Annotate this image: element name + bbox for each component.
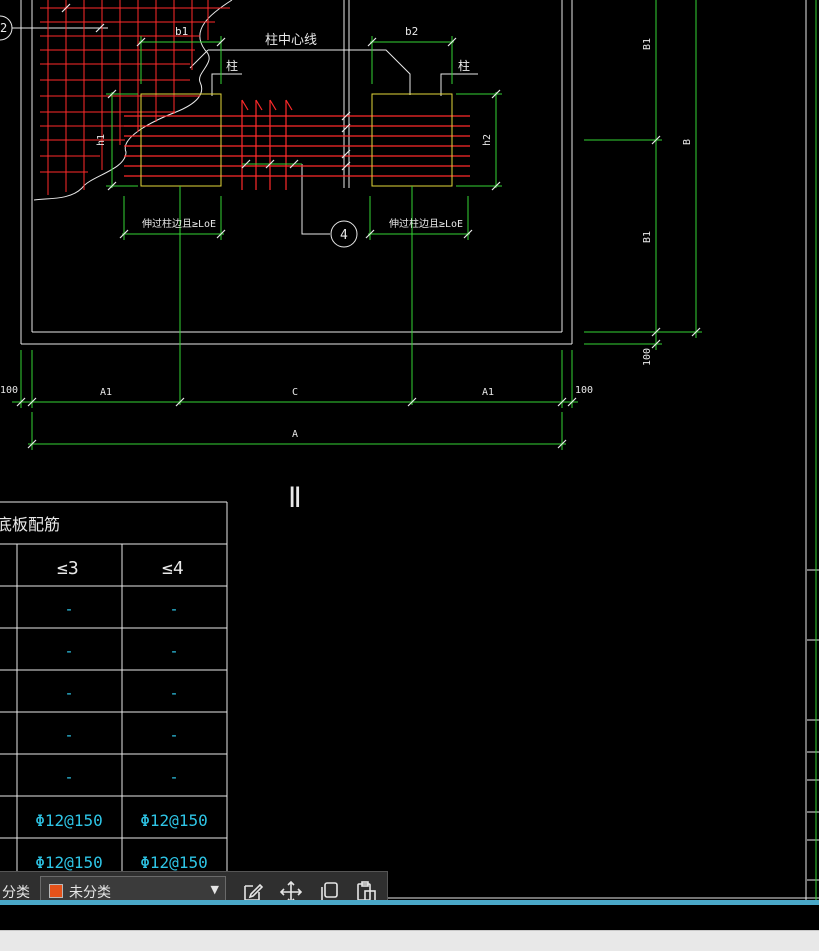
status-bar xyxy=(0,930,819,951)
anchor-right-label: 伸过柱边且≥LoE xyxy=(389,217,463,230)
dim-b1-label: b1 xyxy=(175,25,188,38)
dim-h1-label: h1 xyxy=(96,134,107,146)
category-value: 未分类 xyxy=(69,885,111,901)
table-cell[interactable]: Φ12@150 xyxy=(35,853,102,872)
table-cell[interactable]: Φ12@150 xyxy=(140,811,207,830)
table-cell[interactable]: - xyxy=(169,600,178,618)
table-cell[interactable]: Φ12@150 xyxy=(35,811,102,830)
dim-A-label: A xyxy=(292,429,298,440)
table-cell[interactable]: - xyxy=(64,600,73,618)
callout-left-bubble[interactable] xyxy=(0,15,13,41)
dim-B1-top-label: B1 xyxy=(642,38,653,50)
callout-left-label: 2 xyxy=(0,21,7,35)
section-mark: Ⅱ xyxy=(288,481,302,514)
dimension-ticks xyxy=(16,3,701,449)
rebar-table[interactable] xyxy=(0,501,228,880)
dim-A1-right-label: A1 xyxy=(482,387,494,398)
beam-rebar xyxy=(124,99,470,190)
table-cell[interactable]: - xyxy=(64,684,73,702)
table-cell[interactable]: Φ12@150 xyxy=(140,853,207,872)
column-right[interactable] xyxy=(371,93,453,187)
column-left[interactable] xyxy=(140,93,222,187)
dim-B1-bottom-label: B1 xyxy=(642,231,653,243)
callout-4-bubble[interactable] xyxy=(330,220,358,248)
dim-A1-left-label: A1 xyxy=(100,387,112,398)
table-header-le4: ≤4 xyxy=(162,558,184,579)
table-cell[interactable]: - xyxy=(169,768,178,786)
table-cell[interactable]: - xyxy=(64,726,73,744)
table-header-le3: ≤3 xyxy=(57,558,79,579)
dim-b2-label: b2 xyxy=(405,25,418,38)
column-centerline-label: 柱中心线 xyxy=(265,33,317,48)
dim-100-right-label: 100 xyxy=(575,385,593,396)
category-color-swatch xyxy=(49,884,63,898)
callout-4-label: 4 xyxy=(340,228,348,243)
dim-C-label: C xyxy=(292,387,298,398)
table-cell[interactable]: - xyxy=(64,768,73,786)
cad-drawing[interactable]: b1 b2 柱中心线 柱 柱 伸过柱边且≥LoE 伸过柱边且≥LoE 4 2 1… xyxy=(0,0,819,900)
command-line-border xyxy=(0,900,819,905)
drawing-canvas[interactable]: b1 b2 柱中心线 柱 柱 伸过柱边且≥LoE 伸过柱边且≥LoE 4 2 1… xyxy=(0,0,819,900)
chevron-down-icon[interactable]: ▼ xyxy=(210,883,219,896)
table-cell[interactable]: - xyxy=(169,642,178,660)
dim-B-label: B xyxy=(682,139,693,145)
column-right-label: 柱 xyxy=(458,58,470,73)
category-label: 分类 xyxy=(2,885,30,901)
command-line[interactable] xyxy=(0,905,819,930)
break-line xyxy=(33,0,233,201)
foundation-outline[interactable] xyxy=(12,0,573,345)
dimension-lines xyxy=(12,0,702,450)
dim-h2-label: h2 xyxy=(482,134,493,146)
table-cell[interactable]: - xyxy=(64,642,73,660)
table-cell[interactable]: - xyxy=(169,726,178,744)
table-title: 底板配筋 xyxy=(0,515,60,534)
dim-100-right-vertical-label: 100 xyxy=(642,348,653,366)
column-left-label: 柱 xyxy=(226,58,238,73)
rebar-hatch-left xyxy=(40,0,230,195)
anchor-left-label: 伸过柱边且≥LoE xyxy=(142,217,216,230)
dim-100-left-label: 100 xyxy=(0,385,18,396)
table-cell[interactable]: - xyxy=(169,684,178,702)
